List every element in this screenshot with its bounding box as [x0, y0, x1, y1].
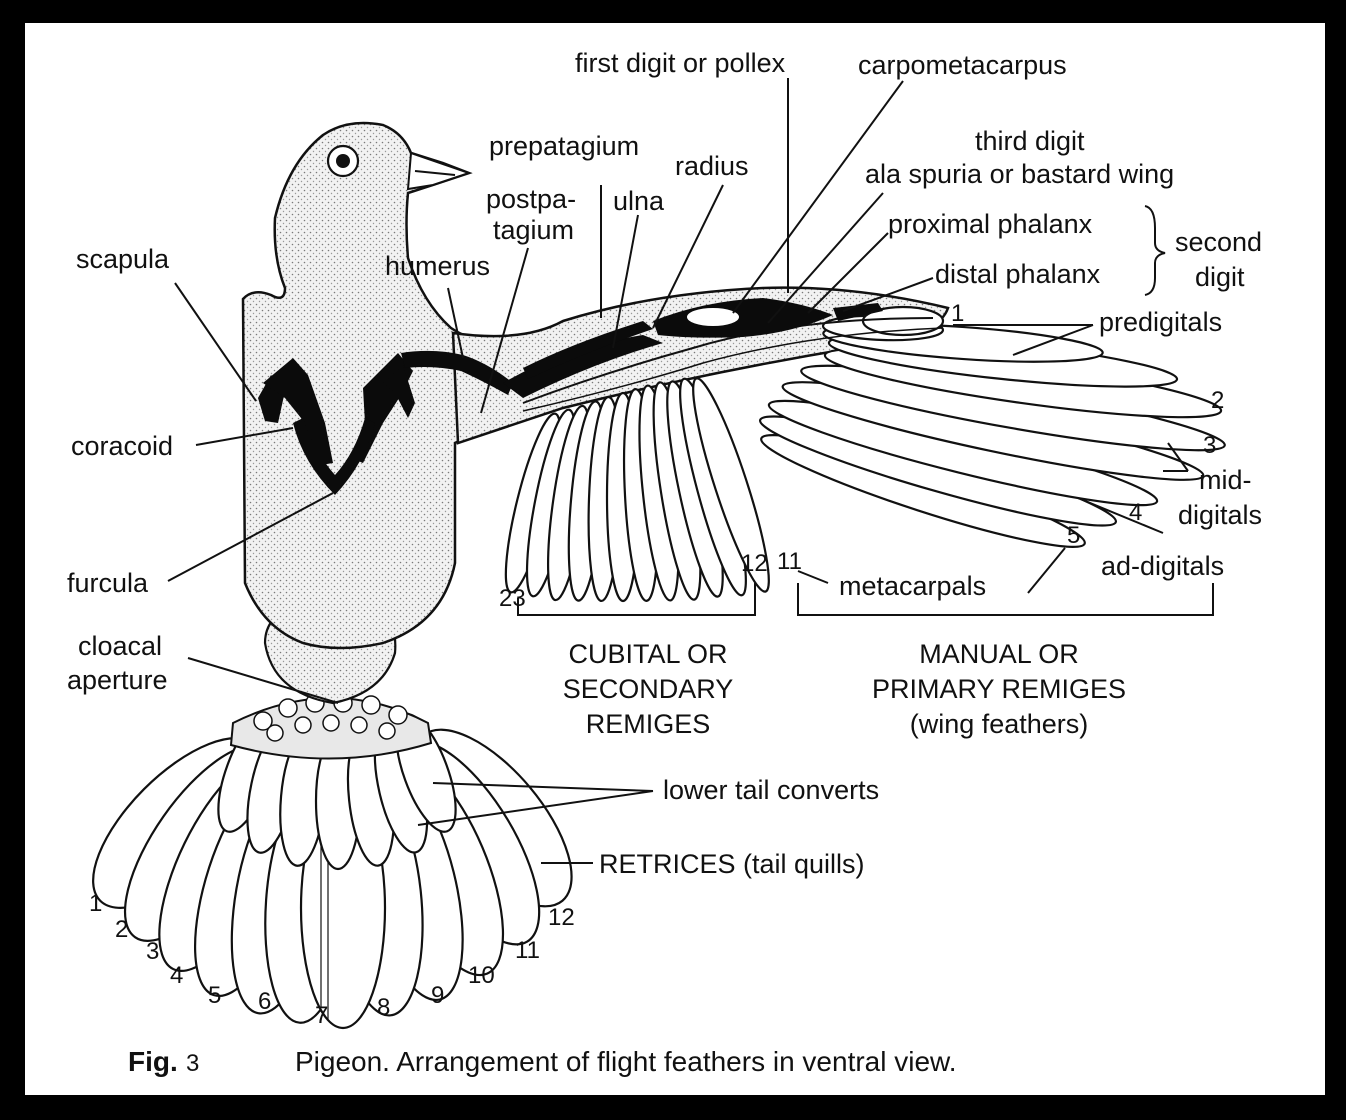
tail-number-12: 12 [548, 904, 575, 931]
caption-text: Pigeon. Arrangement of flight feathers i… [295, 1046, 957, 1077]
tail-number-8: 8 [377, 994, 390, 1021]
figure-caption: Fig. 3 Pigeon. Arrangement of flight fea… [128, 1046, 957, 1077]
label-first-digit: first digit or pollex [575, 48, 786, 78]
label-lower-tail-converts: lower tail converts [663, 775, 879, 805]
label-cubital-1: CUBITAL OR [568, 639, 727, 669]
caption-fig-label: Fig. [128, 1046, 178, 1077]
label-mid-digitals-2: digitals [1178, 500, 1262, 530]
tail-number-10: 10 [468, 962, 495, 989]
wing-number-2: 2 [1211, 387, 1224, 414]
label-postpatagium-2: tagium [493, 215, 574, 245]
figure-frame: first digit or pollex carpometacarpus pr… [22, 20, 1328, 1098]
wing-number-1: 1 [951, 300, 964, 327]
label-manual-2: PRIMARY REMIGES [872, 674, 1126, 704]
label-third-digit: third digit [975, 126, 1085, 156]
tail-number-9: 9 [431, 982, 444, 1009]
label-prepatagium: prepatagium [489, 131, 639, 161]
wing-number-5: 5 [1067, 522, 1080, 549]
tail-number-1: 1 [89, 890, 102, 917]
label-manual-1: MANUAL OR [919, 639, 1079, 669]
tail-number-4: 4 [170, 962, 183, 989]
label-coracoid: coracoid [71, 431, 173, 461]
wing-number-3: 3 [1203, 432, 1216, 459]
wing-number-4: 4 [1129, 499, 1142, 526]
tail-number-2: 2 [115, 916, 128, 943]
tail-number-11: 11 [515, 937, 540, 964]
wing-number-23: 23 [499, 585, 526, 612]
tail-number-6: 6 [258, 988, 271, 1015]
label-cloacal-2: aperture [67, 665, 168, 695]
pigeon-diagram: first digit or pollex carpometacarpus pr… [25, 23, 1325, 1095]
label-ala-spuria: ala spuria or bastard wing [865, 159, 1174, 189]
tail-number-7: 7 [315, 1002, 328, 1029]
tail-number-3: 3 [146, 938, 159, 965]
label-proximal-phalanx: proximal phalanx [888, 209, 1093, 239]
label-furcula: furcula [67, 568, 149, 598]
label-second-digit-1: second [1175, 227, 1262, 257]
label-carpometacarpus: carpometacarpus [858, 50, 1067, 80]
label-ad-digitals: ad-digitals [1101, 551, 1224, 581]
label-ulna: ulna [613, 186, 665, 216]
label-cloacal-1: cloacal [78, 631, 162, 661]
label-postpatagium-1: postpa- [486, 184, 576, 214]
label-humerus: humerus [385, 251, 490, 281]
label-manual-3: (wing feathers) [910, 709, 1089, 739]
label-retrices: RETRICES (tail quills) [599, 849, 865, 879]
label-radius: radius [675, 151, 749, 181]
wing-number-11: 11 [777, 548, 802, 575]
label-distal-phalanx: distal phalanx [935, 259, 1101, 289]
label-second-digit-2: digit [1195, 262, 1245, 292]
label-mid-digitals-1: mid- [1199, 465, 1252, 495]
label-metacarpals: metacarpals [839, 571, 986, 601]
label-scapula: scapula [76, 244, 170, 274]
label-predigitals: predigitals [1099, 307, 1222, 337]
label-cubital-2: SECONDARY [563, 674, 734, 704]
label-cubital-3: REMIGES [586, 709, 711, 739]
caption-fig-number: 3 [186, 1050, 199, 1077]
tail-number-5: 5 [208, 982, 221, 1009]
eye-icon [328, 146, 358, 176]
wing-number-12: 12 [741, 550, 768, 577]
